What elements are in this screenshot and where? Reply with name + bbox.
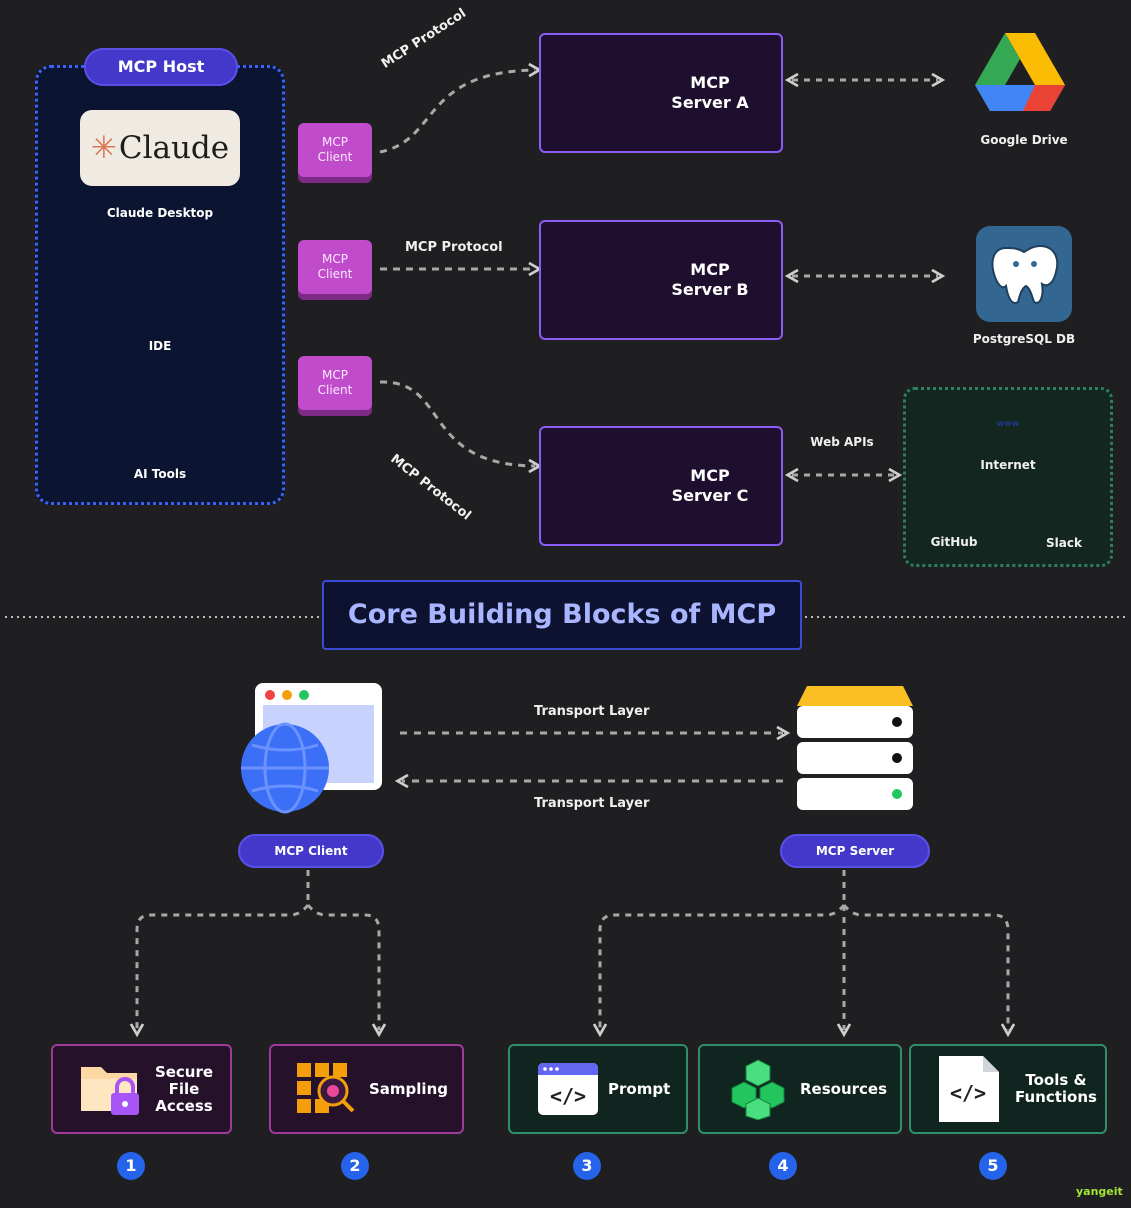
ai-tools-label: AI Tools — [133, 467, 187, 481]
claude-star-icon: ✳ — [90, 130, 117, 166]
mcp-server-pill: MCP Server — [780, 834, 930, 868]
server-b-title: MCP Server B — [671, 260, 749, 299]
server-stack-icon — [797, 686, 913, 810]
protocol-label-b: MCP Protocol — [405, 240, 503, 255]
transport-label-bottom: Transport Layer — [534, 796, 650, 811]
web-apis-label: Web APIs — [810, 435, 874, 449]
protocol-arrow-c — [379, 380, 543, 474]
block-sampling-label: Sampling — [369, 1079, 448, 1098]
transport-label-top: Transport Layer — [534, 704, 650, 719]
block-sampling: Sampling — [269, 1044, 464, 1134]
block-secure-file-access-label: Secure File Access — [154, 1062, 214, 1115]
credit-watermark: yangeit — [1076, 1185, 1123, 1198]
block-number-2: 2 — [341, 1152, 369, 1180]
block-resources: Resources — [698, 1044, 902, 1134]
browser-globe-icon — [241, 683, 382, 814]
code-window-icon: </> — [538, 1063, 598, 1115]
server-a-title: MCP Server A — [671, 73, 749, 112]
ide-label: IDE — [148, 339, 172, 353]
web-services-panel — [903, 387, 1113, 567]
server-c-title: MCP Server C — [671, 466, 749, 505]
postgresql-elephant-icon — [976, 226, 1072, 322]
protocol-arrow-a — [379, 62, 543, 154]
server-tree — [592, 870, 1016, 1038]
mcp-client-chip-1: MCP Client — [298, 123, 372, 177]
internet-label: Internet — [980, 458, 1036, 472]
block-resources-label: Resources — [800, 1079, 888, 1098]
claude-logo: ✳Claude — [80, 110, 240, 186]
block-number-3: 3 — [573, 1152, 601, 1180]
postgresql-label: PostgreSQL DB — [972, 332, 1076, 346]
mcp-server-a — [539, 33, 783, 153]
block-prompt: </> Prompt — [508, 1044, 688, 1134]
www-text: www — [996, 419, 1020, 428]
client-tree — [129, 870, 387, 1038]
folder-lock-icon — [81, 1067, 139, 1115]
mcp-host-pill: MCP Host — [84, 48, 238, 86]
block-number-1: 1 — [117, 1152, 145, 1180]
claude-logo-text: Claude — [118, 130, 230, 166]
block-number-4: 4 — [769, 1152, 797, 1180]
code-file-icon: </> — [939, 1056, 999, 1122]
svg-text:</>: </> — [950, 1081, 986, 1105]
block-number-5: 5 — [979, 1152, 1007, 1180]
mcp-server-b — [539, 220, 783, 340]
mcp-client-chip-3: MCP Client — [298, 356, 372, 410]
block-tools-functions: </> Tools & Functions — [909, 1044, 1107, 1134]
block-tools-functions-label: Tools & Functions — [1015, 1071, 1097, 1106]
mcp-client-pill: MCP Client — [238, 834, 384, 868]
block-prompt-label: Prompt — [608, 1079, 671, 1098]
cubes-icon — [731, 1059, 785, 1120]
google-drive-label: Google Drive — [980, 133, 1068, 147]
sampling-grid-icon — [297, 1063, 355, 1113]
mcp-server-c — [539, 426, 783, 546]
github-label: GitHub — [930, 535, 978, 549]
svg-text:</>: </> — [550, 1084, 586, 1108]
claude-desktop-label: Claude Desktop — [106, 206, 214, 220]
block-secure-file-access: Secure File Access — [51, 1044, 232, 1134]
mcp-client-chip-2: MCP Client — [298, 240, 372, 294]
slack-label: Slack — [1046, 536, 1082, 550]
google-drive-icon — [975, 33, 1065, 111]
core-building-blocks-title: Core Building Blocks of MCP — [322, 580, 802, 650]
